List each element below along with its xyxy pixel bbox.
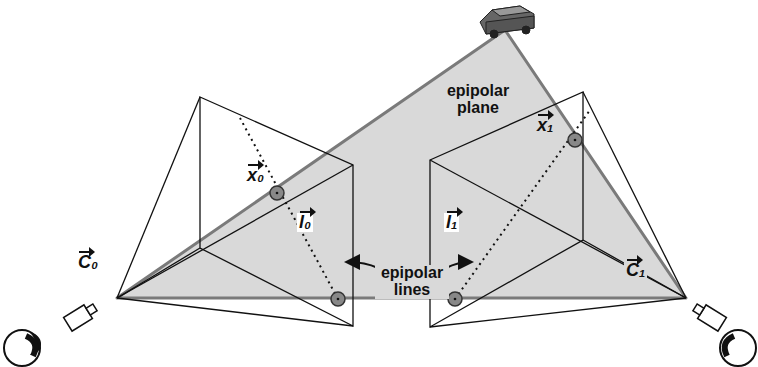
epipolar-line	[240, 118, 338, 299]
point-dots	[276, 139, 577, 301]
right-camera	[691, 301, 727, 332]
callout-arrow	[446, 262, 470, 268]
point-label: x₀	[245, 166, 266, 185]
left-eye	[4, 330, 41, 366]
left-frustum	[117, 97, 353, 326]
callout-label: epipolar lines	[375, 265, 449, 299]
line-label: l₁	[444, 213, 459, 232]
car-icon	[480, 6, 534, 38]
point-label: x₁	[535, 116, 555, 135]
camera-label: C₀	[76, 253, 100, 272]
callout-arrow	[348, 262, 378, 268]
right-eye	[720, 330, 756, 366]
line-label: l₀	[297, 213, 313, 232]
camera-label: C₁	[624, 261, 647, 280]
left-camera	[64, 301, 100, 332]
plane-label: epipolar plane	[436, 83, 520, 117]
right-frustum	[430, 92, 686, 327]
image-points	[270, 133, 582, 306]
epipolar-line	[455, 110, 590, 299]
epipolar-plane	[117, 30, 686, 298]
